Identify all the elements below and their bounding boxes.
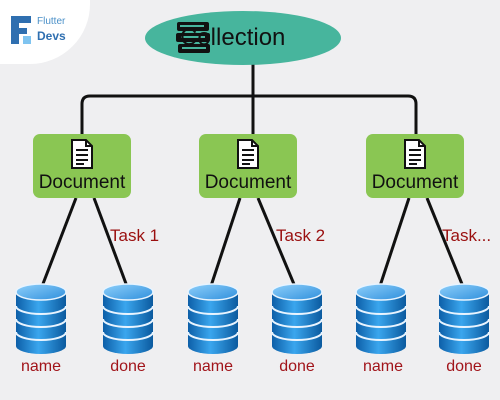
field-label: done	[110, 358, 146, 375]
field-label: name	[362, 358, 404, 375]
brand-line2: Devs	[37, 29, 66, 43]
books-icon	[176, 22, 210, 53]
document-icon	[71, 139, 93, 169]
database-icon	[438, 283, 490, 354]
database-group	[15, 283, 490, 354]
document-node: Document	[199, 134, 297, 198]
brand-line1: Flutter	[37, 16, 66, 27]
field-label: name	[192, 358, 234, 375]
database-icon	[187, 283, 239, 354]
document-label: Document	[204, 172, 292, 193]
task-label: Task...	[442, 226, 492, 245]
collection-label: Collection	[180, 24, 286, 51]
document-node: Document	[366, 134, 464, 198]
document-label: Document	[371, 172, 459, 193]
document-icon	[404, 139, 426, 169]
document-node: Document	[33, 134, 131, 198]
field-label: name	[20, 358, 62, 375]
database-icon	[271, 283, 323, 354]
document-label: Document	[38, 172, 126, 193]
document-icon	[237, 139, 259, 169]
database-icon	[15, 283, 67, 354]
task-label: Task 2	[276, 226, 326, 245]
field-label: done	[279, 358, 315, 375]
database-icon	[355, 283, 407, 354]
collection-connectors	[80, 62, 418, 134]
field-connectors	[39, 197, 466, 290]
database-icon	[102, 283, 154, 354]
flutter-logo-icon	[11, 16, 31, 44]
field-label: done	[446, 358, 482, 375]
task-label: Task 1	[110, 226, 160, 245]
